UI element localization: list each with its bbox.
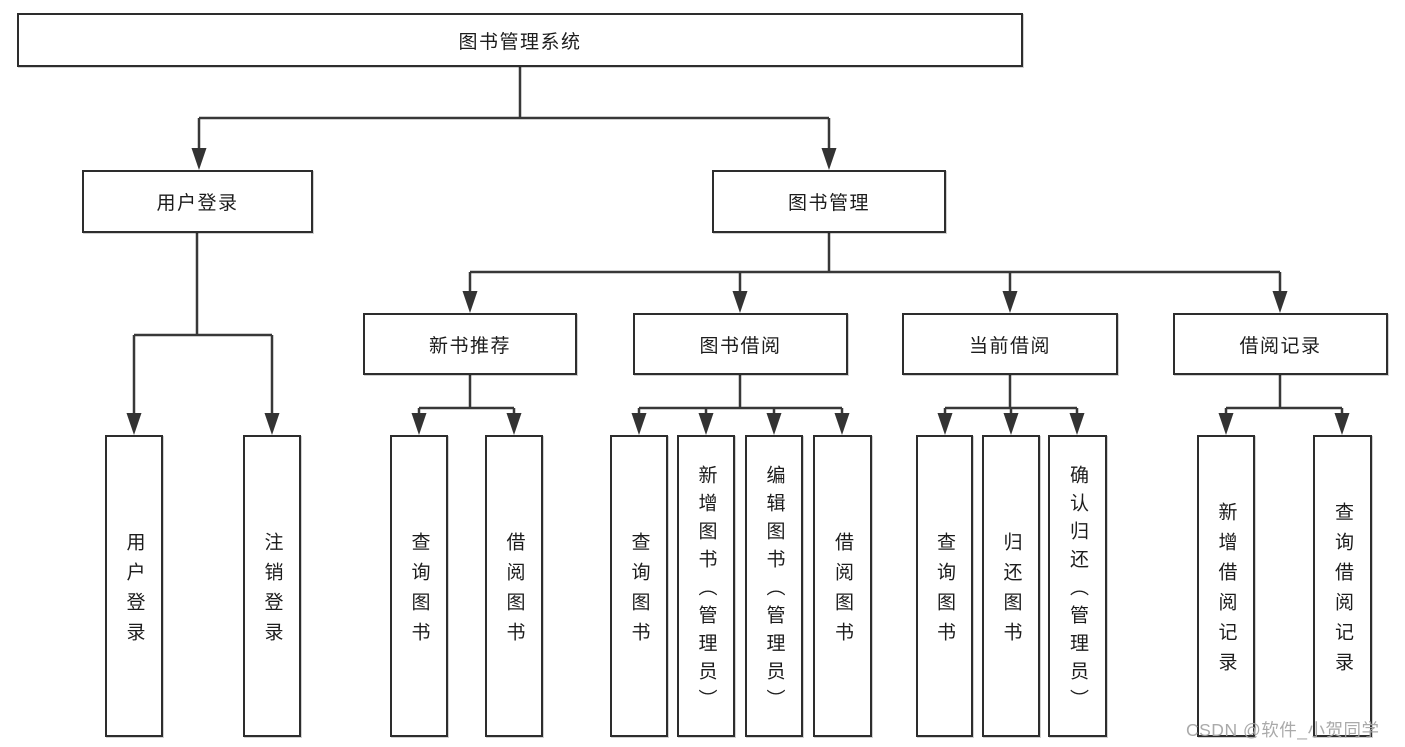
node-book-management-label: 图书管理: [787, 193, 870, 214]
leaf-return-book-label: 归还图书: [1000, 531, 1022, 652]
leaf-user-login: 用户登录: [105, 435, 163, 737]
leaf-return-book: 归还图书: [982, 435, 1040, 737]
leaf-borrow-book-b: 借阅图书: [813, 435, 872, 737]
leaf-add-book-admin: 新增图书（管理员）: [677, 435, 735, 737]
node-new-book-recommend: 新书推荐: [363, 313, 577, 375]
node-book-borrow-label: 图书借阅: [699, 335, 782, 357]
leaf-logout-login: 注销登录: [243, 435, 301, 737]
leaf-add-book-admin-label: 新增图书（管理员）: [695, 464, 717, 717]
node-user-login: 用户登录: [82, 170, 313, 233]
node-root-label: 图书管理系统: [458, 31, 582, 53]
leaf-add-borrow-record: 新增借阅记录: [1197, 435, 1255, 737]
watermark: CSDN @软件_小贺同学: [1186, 720, 1380, 740]
leaf-logout-login-label: 注销登录: [261, 531, 283, 652]
connector-book-management-branch: [468, 233, 1282, 295]
leaf-confirm-return-admin-label: 确认归还（管理员）: [1067, 464, 1088, 717]
leaf-user-login-label: 用户登录: [123, 531, 145, 652]
leaf-query-book-a: 查询图书: [390, 435, 448, 737]
connector-user-login-branch: [132, 233, 274, 417]
leaf-query-book-c-label: 查询图书: [934, 531, 955, 652]
node-new-book-recommend-label: 新书推荐: [428, 335, 511, 357]
leaf-query-borrow-record-label: 查询借阅记录: [1332, 501, 1353, 682]
connector-root-branch: [197, 67, 831, 152]
leaf-borrow-book-a-label: 借阅图书: [503, 531, 525, 652]
leaf-borrow-book-b-label: 借阅图书: [832, 531, 853, 652]
node-book-management: 图书管理: [712, 170, 946, 233]
leaf-edit-book-admin-label: 编辑图书（管理员）: [763, 464, 785, 717]
node-user-login-label: 用户登录: [156, 193, 239, 214]
connector-new-book-branch: [417, 375, 516, 416]
node-borrow-records-label: 借阅记录: [1239, 335, 1322, 357]
leaf-borrow-book-a: 借阅图书: [485, 435, 543, 737]
connector-borrow-records-branch: [1224, 375, 1344, 416]
node-root: 图书管理系统: [17, 13, 1023, 67]
connector-book-borrow-branch: [637, 375, 844, 416]
leaf-confirm-return-admin: 确认归还（管理员）: [1048, 435, 1107, 737]
leaf-add-borrow-record-label: 新增借阅记录: [1215, 501, 1237, 682]
arrowheads: [126, 148, 1350, 435]
leaf-query-book-b-label: 查询图书: [628, 531, 650, 652]
leaf-edit-book-admin: 编辑图书（管理员）: [745, 435, 803, 737]
connector-current-borrow-branch: [943, 375, 1079, 416]
leaf-query-book-a-label: 查询图书: [408, 531, 430, 652]
node-current-borrow: 当前借阅: [902, 313, 1118, 375]
node-current-borrow-label: 当前借阅: [968, 335, 1051, 357]
leaf-query-borrow-record: 查询借阅记录: [1313, 435, 1372, 737]
leaf-query-book-b: 查询图书: [610, 435, 668, 737]
node-book-borrow: 图书借阅: [633, 313, 848, 375]
leaf-query-book-c: 查询图书: [916, 435, 973, 737]
node-borrow-records: 借阅记录: [1173, 313, 1388, 375]
